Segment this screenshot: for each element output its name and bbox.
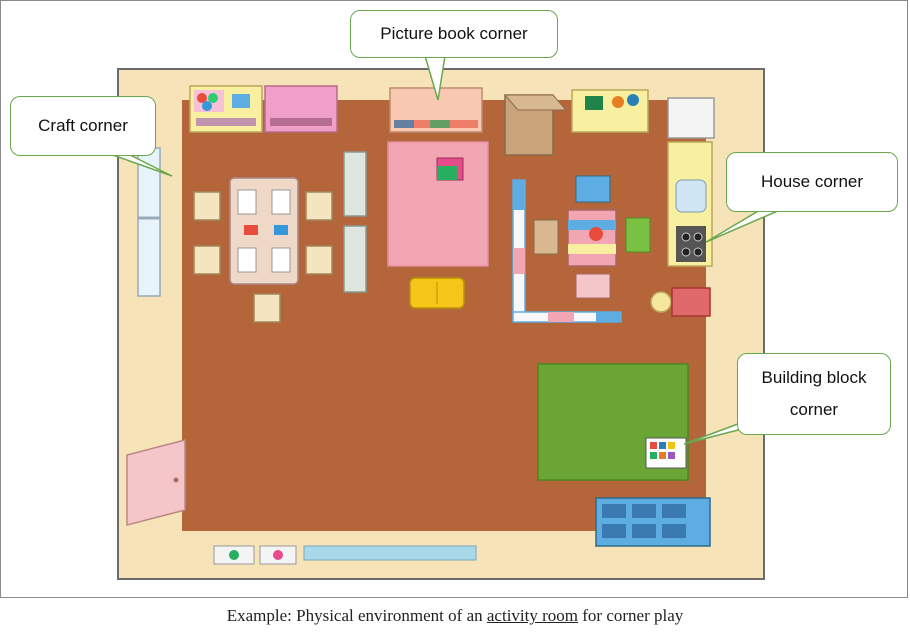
windows	[137, 147, 161, 297]
building-block-text-2: corner	[789, 400, 839, 419]
benches	[343, 151, 367, 293]
toy-shelf	[571, 89, 649, 133]
fridge	[667, 97, 715, 139]
building-block-corner-label: Building block corner	[737, 353, 891, 435]
callout-pointers	[109, 55, 781, 445]
play-table	[533, 175, 651, 299]
figure-caption: Example: Physical environment of an acti…	[0, 606, 910, 626]
room-illustration	[109, 55, 781, 565]
house-corner-text: House corner	[760, 172, 864, 191]
door	[126, 439, 186, 526]
sofa	[409, 277, 465, 309]
box	[503, 94, 568, 156]
picture-book-corner-text: Picture book corner	[380, 24, 528, 43]
picture-book-corner-label: Picture book corner	[350, 10, 558, 58]
house-corner-label: House corner	[726, 152, 898, 212]
block-border	[512, 179, 622, 323]
pink-rug	[387, 141, 489, 267]
craft-shelf	[189, 85, 338, 133]
block-storage	[595, 497, 711, 547]
chairs	[193, 191, 333, 323]
caption-suffix: for corner play	[578, 606, 684, 625]
craft-table	[229, 177, 299, 285]
building-block-text-1: Building block	[761, 368, 867, 387]
craft-corner-label: Craft corner	[10, 96, 156, 156]
kitchen-unit	[667, 141, 713, 267]
caption-link[interactable]: activity room	[486, 606, 578, 625]
grass-mat	[537, 363, 689, 481]
caption-prefix: Example: Physical environment of an	[226, 606, 487, 625]
stool-basket	[650, 287, 711, 317]
craft-corner-text: Craft corner	[38, 116, 128, 135]
floor-mats	[213, 545, 477, 565]
